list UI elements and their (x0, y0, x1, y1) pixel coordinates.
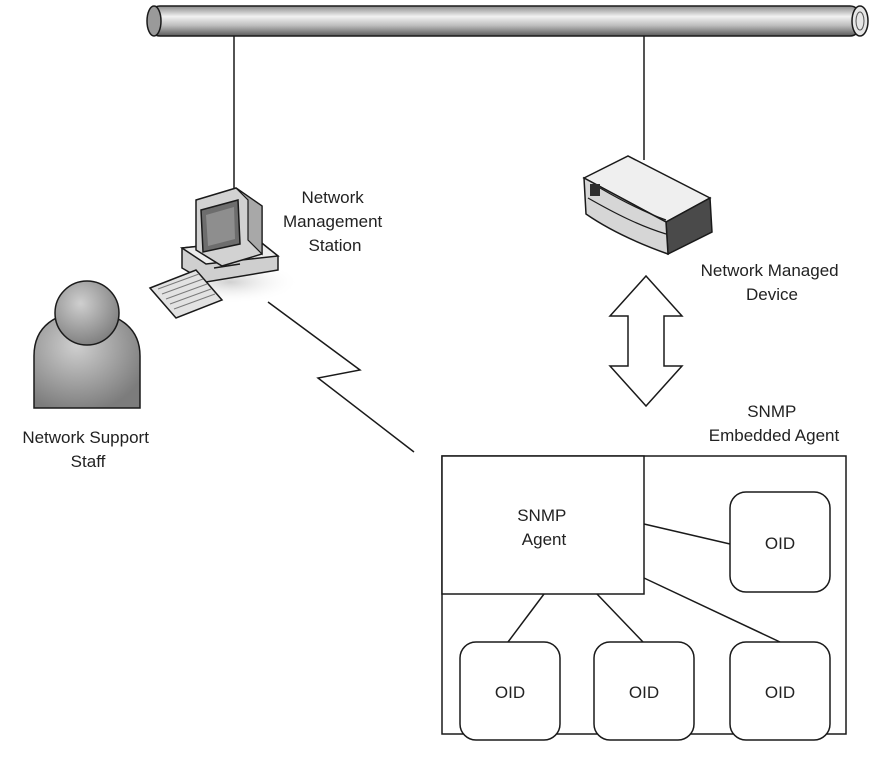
wireless-link-bolt (267, 301, 415, 453)
network-backbone (146, 5, 869, 37)
snmp-agent-box (441, 455, 645, 595)
bidirectional-arrow (608, 274, 684, 408)
oid-box (593, 641, 695, 741)
embedded-agent-label: SNMP Embedded Agent (709, 402, 840, 445)
support-staff-label: Network Support Staff (22, 428, 153, 471)
person-icon (33, 280, 141, 409)
oid-box (729, 491, 831, 593)
computer-icon (148, 187, 300, 319)
router-icon (582, 155, 713, 256)
station-label: Network Management Station (283, 188, 387, 255)
oid-connectors (507, 523, 781, 643)
oid-label: OID (765, 683, 795, 702)
oid-label: OID (765, 534, 795, 553)
managed-device-label: Network Managed Device (701, 261, 844, 304)
snmp-agent-label: SNMP Agent (517, 506, 571, 549)
oid-box (459, 641, 561, 741)
oid-box (729, 641, 831, 741)
oid-label: OID (495, 683, 525, 702)
oid-label: OID (629, 683, 659, 702)
